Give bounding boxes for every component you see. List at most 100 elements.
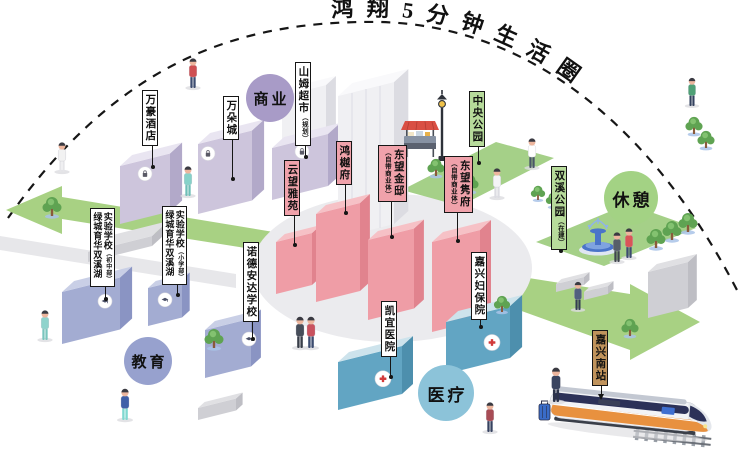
shopping-bag-icon bbox=[200, 146, 216, 161]
label-text: 嘉兴南站 bbox=[594, 334, 607, 382]
label-text: 东望金邸 bbox=[392, 149, 405, 197]
slab-bottom bbox=[198, 392, 243, 420]
label-text: 云望雅苑 bbox=[286, 164, 299, 212]
label-pole bbox=[455, 210, 461, 243]
person-figure bbox=[117, 388, 133, 423]
fountain bbox=[579, 218, 617, 256]
person-figure bbox=[185, 58, 201, 91]
graduation-cap-icon bbox=[157, 292, 173, 308]
tree bbox=[493, 295, 511, 315]
label-yunwang-yayuan: 云望雅苑 bbox=[284, 160, 301, 216]
person-figure bbox=[524, 138, 540, 171]
food-cart bbox=[401, 121, 439, 157]
label-pole bbox=[230, 136, 236, 181]
label-marriott-hotel: 万豪酒店 bbox=[142, 90, 159, 146]
gray-cube-right bbox=[648, 254, 697, 318]
label-experimental-school-primary: 实验学校（小学部）绿城育华双溪湖 bbox=[162, 206, 187, 285]
person-figure bbox=[180, 166, 196, 199]
label-nord-anglia-school: 诺德安达学校 bbox=[243, 242, 260, 322]
marriott-hotel-building bbox=[120, 142, 183, 224]
label-text: 东望隽府 bbox=[458, 160, 471, 208]
label-text: 鸿樾府 bbox=[338, 145, 351, 181]
tree bbox=[204, 329, 224, 351]
person-figure bbox=[54, 142, 70, 175]
person-figure bbox=[570, 281, 586, 312]
label-dongwang-jindi: 东望金邸（自带商业体） bbox=[378, 145, 407, 202]
label-text: 山姆超市 bbox=[297, 66, 310, 114]
person-figure bbox=[621, 228, 637, 261]
person-figure bbox=[303, 316, 319, 351]
label-text-line2: 绿城育华双溪湖 bbox=[92, 212, 103, 279]
tree bbox=[530, 185, 546, 203]
label-text: 凯宜医院 bbox=[383, 305, 396, 353]
label-pole bbox=[150, 142, 156, 169]
label-suffix: （小学部） bbox=[176, 248, 183, 281]
person-figure bbox=[489, 168, 505, 201]
label-suffix: （初中部） bbox=[104, 250, 111, 283]
hongyue-mansion-building bbox=[316, 194, 370, 302]
label-text: 中央公园 bbox=[471, 95, 484, 143]
label-kaiyi-hospital: 凯宜医院 bbox=[381, 301, 398, 357]
tree bbox=[685, 116, 703, 137]
category-badge-commerce: 商业 bbox=[246, 74, 294, 122]
shopping-bag-icon bbox=[137, 166, 153, 182]
label-text: 实验学校 bbox=[102, 212, 113, 250]
label-text: 嘉兴妇保院 bbox=[473, 256, 486, 316]
person-figure bbox=[684, 77, 700, 108]
label-hongyue-mansion: 鸿樾府 bbox=[336, 141, 353, 185]
medical-cross-icon bbox=[374, 370, 392, 388]
label-text: 诺德安达学校 bbox=[245, 246, 258, 318]
dongwang-junfu-building bbox=[432, 220, 491, 332]
suitcase bbox=[538, 400, 551, 421]
label-pole bbox=[389, 198, 395, 239]
street-lamp bbox=[437, 90, 447, 161]
person-figure bbox=[547, 367, 565, 405]
label-text: 万朵城 bbox=[225, 100, 238, 136]
label-sams-club: 山姆超市（规划） bbox=[295, 62, 312, 146]
label-text: 实验学校 bbox=[174, 210, 185, 248]
tree bbox=[427, 158, 445, 179]
train bbox=[547, 386, 712, 442]
slab-small-1 bbox=[556, 272, 590, 292]
tree bbox=[678, 213, 698, 235]
label-suffix: （在建） bbox=[556, 218, 564, 246]
label-dongwang-junfu: 东望隽府（自带商业体） bbox=[444, 156, 473, 213]
label-suffix: （自带商业体） bbox=[449, 160, 457, 209]
label-experimental-school-junior: 实验学校（初中部）绿城育华双溪湖 bbox=[90, 208, 115, 287]
label-text: 双溪公园 bbox=[553, 170, 566, 218]
label-suffix: （规划） bbox=[300, 114, 308, 142]
label-shuangxi-park: 双溪公园（在建） bbox=[551, 166, 568, 250]
central-park-green bbox=[402, 142, 554, 206]
tree bbox=[646, 229, 666, 251]
category-badge-rest: 休憩 bbox=[604, 171, 658, 225]
edu-mid-building bbox=[148, 272, 190, 326]
category-badge-education: 教育 bbox=[124, 337, 172, 385]
label-central-park: 中央公园 bbox=[469, 91, 486, 147]
dongwang-jindi-building bbox=[368, 219, 424, 320]
person-figure bbox=[37, 310, 53, 343]
label-jiaxing-maternity-hospital: 嘉兴妇保院 bbox=[471, 252, 488, 320]
label-jiaxing-south-station: 嘉兴南站 bbox=[592, 330, 609, 386]
person-figure bbox=[609, 232, 625, 265]
tree bbox=[697, 130, 715, 151]
label-text: 万豪酒店 bbox=[144, 94, 157, 142]
tree bbox=[42, 197, 62, 219]
person-figure bbox=[482, 402, 498, 435]
wanduo-city-building bbox=[198, 119, 265, 214]
category-badge-medical: 医疗 bbox=[418, 365, 474, 421]
label-pole bbox=[388, 352, 394, 379]
tree bbox=[662, 221, 682, 243]
label-pole bbox=[476, 142, 482, 165]
label-pole bbox=[292, 210, 298, 247]
label-wanduo-city: 万朵城 bbox=[223, 96, 240, 140]
kaiyi-hospital-building bbox=[338, 336, 413, 410]
tree bbox=[621, 318, 639, 339]
label-pole bbox=[343, 182, 349, 215]
slab-small-2 bbox=[584, 281, 614, 300]
label-text-line2: 绿城育华双溪湖 bbox=[164, 210, 175, 277]
medical-cross-icon bbox=[483, 334, 501, 351]
label-pole bbox=[103, 276, 109, 301]
person-figure bbox=[292, 316, 308, 351]
